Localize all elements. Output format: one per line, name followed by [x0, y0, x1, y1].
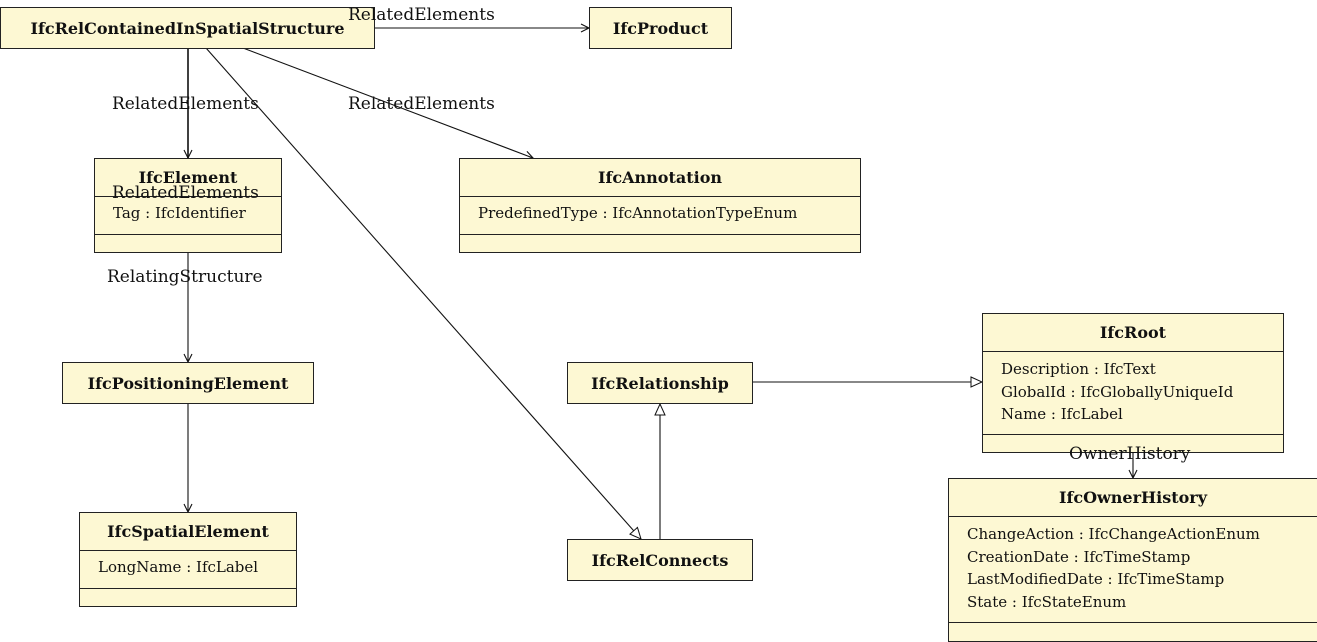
class-name: IfcRoot [1099, 323, 1167, 342]
attribute-list: ChangeAction : IfcChangeActionEnum Creat… [949, 516, 1317, 622]
attribute: GlobalId : IfcGloballyUniqueId [1001, 382, 1234, 401]
assoc-relcontained-annotation [242, 47, 533, 158]
role-label-related-elements-element: RelatedElements [112, 94, 259, 114]
attribute: LastModifiedDate : IfcTimeStamp [967, 570, 1225, 588]
attribute: Description : IfcText [1001, 360, 1156, 378]
role-label-owner-history: OwnerHistory [1069, 444, 1191, 464]
operation-list [949, 622, 1317, 641]
class-ifc-relationship[interactable]: IfcRelationship [567, 362, 753, 404]
class-name: IfcRelationship [591, 373, 729, 393]
attribute: Name : IfcLabel [1001, 405, 1123, 423]
class-name: IfcAnnotation [598, 168, 722, 187]
gen-relcontained-relconnects [205, 47, 642, 540]
class-ifc-positioning-element[interactable]: IfcPositioningElement [62, 362, 314, 404]
attribute: Tag : IfcIdentifier [113, 204, 246, 222]
class-ifc-rel-connects[interactable]: IfcRelConnects [567, 539, 753, 581]
class-name: IfcElement [138, 168, 238, 187]
attribute: ChangeAction : IfcChangeActionEnum [967, 525, 1260, 543]
class-name: IfcSpatialElement [107, 522, 269, 541]
class-ifc-spatial-element[interactable]: IfcSpatialElement LongName : IfcLabel [79, 512, 297, 607]
attribute-list: LongName : IfcLabel [80, 550, 296, 588]
class-name: IfcOwnerHistory [1058, 488, 1208, 507]
attribute-list: PredefinedType : IfcAnnotationTypeEnum [460, 196, 860, 234]
attribute: CreationDate : IfcTimeStamp [967, 547, 1191, 566]
class-ifc-owner-history[interactable]: IfcOwnerHistory ChangeAction : IfcChange… [948, 478, 1317, 642]
operation-list [460, 234, 860, 252]
class-ifc-root[interactable]: IfcRoot Description : IfcText GlobalId :… [982, 313, 1284, 453]
operation-list [80, 588, 296, 606]
role-label-relating-structure: RelatingStructure [107, 267, 263, 287]
operation-list [983, 434, 1283, 452]
attribute-list: Tag : IfcIdentifier [95, 196, 281, 234]
class-ifc-product[interactable]: IfcProduct [589, 7, 732, 49]
attribute: LongName : IfcLabel [98, 558, 259, 576]
attribute: PredefinedType : IfcAnnotationTypeEnum [478, 204, 798, 222]
role-label-related-elements-overlap: RelatedElements [112, 183, 259, 203]
attribute: State : IfcStateEnum [967, 592, 1127, 611]
class-ifc-annotation[interactable]: IfcAnnotation PredefinedType : IfcAnnota… [459, 158, 861, 253]
class-name: IfcRelConnects [591, 550, 729, 570]
class-name: IfcProduct [612, 18, 709, 38]
operation-list [95, 234, 281, 252]
class-name: IfcPositioningElement [87, 373, 289, 393]
class-ifc-element[interactable]: IfcElement Tag : IfcIdentifier [94, 158, 282, 253]
class-ifc-rel-contained-in-spatial-structure[interactable]: IfcRelContainedInSpatialStructure [0, 7, 375, 49]
role-label-related-elements-annotation: RelatedElements [348, 94, 495, 114]
class-name: IfcRelContainedInSpatialStructure [30, 18, 345, 38]
attribute-list: Description : IfcText GlobalId : IfcGlob… [983, 351, 1283, 434]
role-label-related-elements-product: RelatedElements [348, 5, 495, 25]
